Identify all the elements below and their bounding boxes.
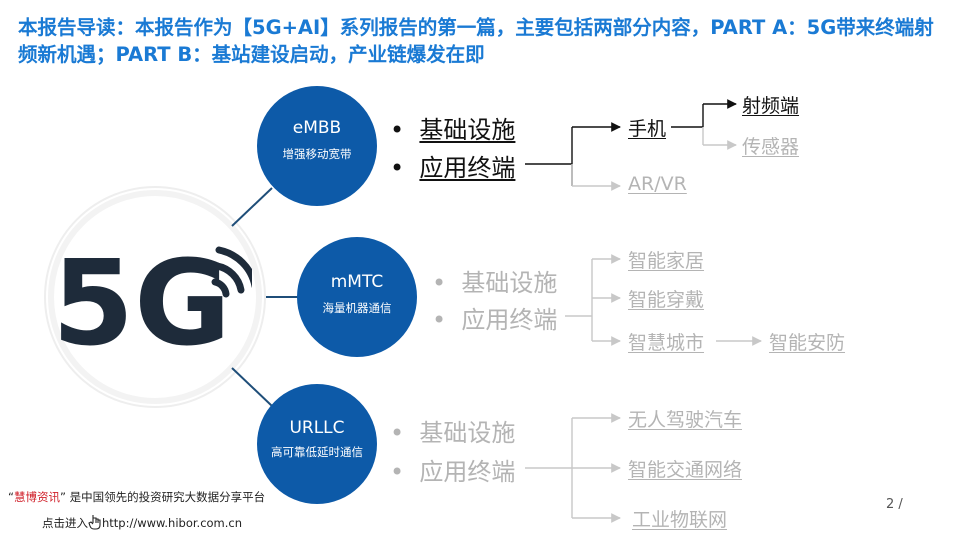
mmtc-bullet-terminal: • 应用终端: [432, 306, 558, 334]
leaf-smart-traffic: 智能交通网络: [628, 459, 743, 481]
leaf-sensor: 传感器: [742, 136, 800, 158]
leaf-smart-security: 智能安防: [769, 332, 846, 354]
node-mmtc-name: mMTC: [330, 272, 384, 292]
footer-brand: 慧博资讯: [13, 490, 60, 504]
urllc-bullet-terminal: • 应用终端: [390, 458, 516, 486]
embb-bullet-infra: • 基础设施: [390, 116, 516, 144]
5g-logo: 5G: [52, 234, 259, 372]
node-urllc-circle: [257, 384, 377, 504]
node-embb-label: eMBB 增强移动宽带: [262, 118, 372, 162]
node-embb-circle: [257, 86, 377, 206]
link-embb: [231, 187, 273, 227]
node-mmtc-circle: [297, 237, 417, 357]
leaf-industrial-iot: 工业物联网: [632, 509, 728, 531]
5g-signal-icon: 5G: [52, 234, 259, 372]
urllc-bullet-infra: • 基础设施: [390, 419, 516, 447]
footer-tagline: “慧博资讯” 是中国领先的投资研究大数据分享平台: [8, 490, 266, 504]
node-urllc-sub: 高可靠低延时通信: [271, 445, 363, 459]
embb-branch-lines: [525, 99, 737, 191]
report-title: 本报告导读：本报告作为【5G+AI】系列报告的第一篇，主要包括两部分内容，PAR…: [18, 16, 934, 66]
leaf-smart-home: 智能家居: [628, 250, 705, 272]
leaf-phone: 手机: [628, 118, 667, 140]
leaf-ar-vr: AR/VR: [628, 173, 687, 195]
node-urllc-label: URLLC 高可靠低延时通信: [267, 418, 367, 460]
node-mmtc-label: mMTC 海量机器通信: [302, 272, 412, 316]
embb-bullet-terminal: • 应用终端: [390, 154, 516, 182]
urllc-branch-lines: [525, 413, 621, 523]
leaf-rf-front-end: 射频端: [742, 95, 800, 117]
page-number: 2 /: [886, 497, 903, 512]
leaf-smart-wearable: 智能穿戴: [628, 289, 705, 311]
pointer-hand-icon: [88, 515, 101, 530]
footer-url[interactable]: http://www.hibor.com.cn: [102, 516, 243, 530]
node-embb-sub: 增强移动宽带: [282, 147, 352, 161]
link-urllc: [231, 367, 273, 407]
leaf-smart-city: 智慧城市: [628, 332, 705, 354]
node-mmtc-sub: 海量机器通信: [322, 301, 392, 315]
node-urllc-name: URLLC: [289, 418, 345, 438]
node-embb-name: eMBB: [292, 118, 342, 138]
mmtc-bullet-infra: • 基础设施: [432, 269, 558, 297]
leaf-autonomous-car: 无人驾驶汽车: [628, 409, 743, 431]
5g-logo-text: 5G: [52, 236, 231, 356]
mmtc-branch-lines: [565, 254, 762, 346]
